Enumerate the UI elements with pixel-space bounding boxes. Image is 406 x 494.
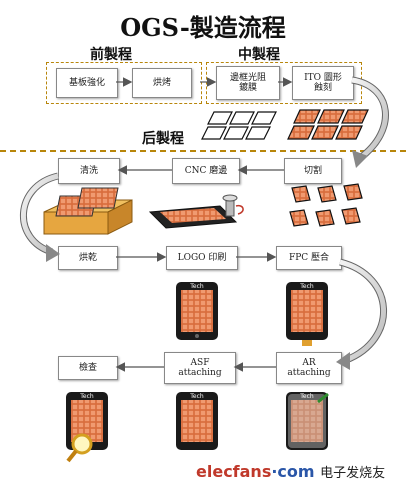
step-label-line2: attaching xyxy=(178,368,222,378)
step-asf-attach: ASF attaching xyxy=(164,352,236,384)
phone-tech-label: Tech xyxy=(300,283,314,290)
phone-device-ar xyxy=(286,392,329,450)
step-label: 清洗 xyxy=(79,165,98,176)
cnc-grinding-illustration xyxy=(148,194,244,229)
curve-arrow-right xyxy=(339,258,387,364)
phone-tech-label: Tech xyxy=(300,393,314,400)
step-label: 烘烤 xyxy=(152,77,171,88)
glass-panels-patterned xyxy=(287,109,369,140)
step-label: 切割 xyxy=(303,165,322,176)
magnifier-icon xyxy=(66,433,93,463)
step-bake: 烘烤 xyxy=(132,68,192,98)
watermark-domain: com xyxy=(277,462,315,481)
step-inspect: 檢查 xyxy=(58,356,118,380)
phone-tech-label: Tech xyxy=(80,393,94,400)
watermark-logo: elecfans·com 电子发烧友 xyxy=(196,462,385,481)
step-dry: 烘乾 xyxy=(58,246,118,270)
phone-device-logo xyxy=(176,282,218,340)
step-label-line1: AR xyxy=(302,357,316,368)
cut-panel-pieces xyxy=(289,183,363,227)
process-separator xyxy=(0,150,406,152)
step-label: 基板強化 xyxy=(68,77,105,88)
step-ar-attach: AR attaching xyxy=(276,352,342,384)
step-label-line1: ITO 圖形 xyxy=(304,72,342,83)
step-logo-print: LOGO 印刷 xyxy=(166,246,238,270)
step-label-line2: attaching xyxy=(287,368,331,378)
step-label-line1: 邊框光阻 xyxy=(229,72,266,83)
diagram-title: OGS-製造流程 xyxy=(120,13,286,42)
step-frame-photoresist: 邊框光阻 鍍膜 xyxy=(216,66,280,100)
step-cut: 切割 xyxy=(284,158,342,184)
step-label: FPC 壓合 xyxy=(288,252,330,263)
section-back: 后製程 xyxy=(142,131,184,147)
step-label: LOGO 印刷 xyxy=(177,252,227,263)
cleaning-tank-illustration xyxy=(43,187,133,235)
watermark-site: elecfans xyxy=(196,462,272,481)
phone-tech-label: Tech xyxy=(190,393,204,400)
step-label: 烘乾 xyxy=(78,252,97,263)
glass-panels-black xyxy=(201,111,277,140)
step-fpc-bond: FPC 壓合 xyxy=(276,246,342,270)
section-middle: 中製程 xyxy=(238,47,280,63)
step-label-line2: 鍍膜 xyxy=(238,83,257,93)
watermark-dot: · xyxy=(271,462,278,481)
step-label: CNC 磨邊 xyxy=(184,165,228,176)
step-label: 檢查 xyxy=(78,362,97,373)
section-front: 前製程 xyxy=(90,47,132,63)
step-label-line2: 蝕刻 xyxy=(313,83,332,93)
step-cnc-edge: CNC 磨邊 xyxy=(172,158,240,184)
watermark-cn: 电子发烧友 xyxy=(320,466,386,481)
step-substrate-strengthen: 基板強化 xyxy=(56,68,118,98)
step-label-line1: ASF xyxy=(190,357,210,368)
step-clean: 清洗 xyxy=(58,158,120,184)
phone-device-asf xyxy=(176,392,218,450)
step-ito-pattern: ITO 圖形 蝕刻 xyxy=(292,66,354,100)
phone-tech-label: Tech xyxy=(190,283,204,290)
phone-device-fpc xyxy=(286,282,328,346)
front-process-frame xyxy=(46,62,202,104)
